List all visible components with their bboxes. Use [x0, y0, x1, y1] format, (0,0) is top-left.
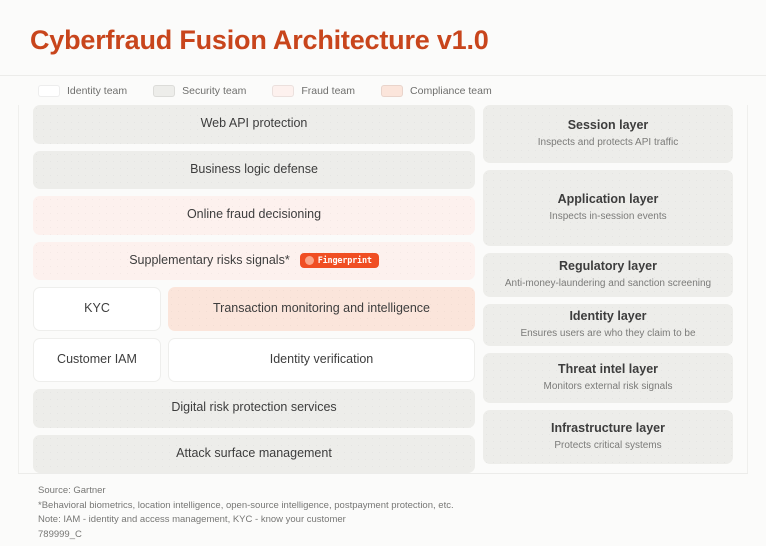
page-title: Cyberfraud Fusion Architecture v1.0 — [30, 25, 489, 55]
capability-supplementary-risk-signals[interactable]: Supplementary risks signals* Fingerprint — [33, 241, 475, 280]
layer-subtitle: Inspects in-session events — [549, 211, 667, 223]
supplementary-row: Supplementary risks signals* Fingerprint — [129, 253, 379, 269]
layer-title: Session layer — [567, 118, 649, 133]
footer-document-id: 789999_C — [38, 529, 82, 541]
capability-identity-verification[interactable]: Identity verification — [168, 338, 475, 382]
capability-label: Online fraud decisioning — [186, 207, 322, 222]
capability-label: Web API protection — [200, 116, 308, 131]
legend-label-security: Security team — [182, 85, 247, 97]
capability-row-kyc-transaction: KYC Transaction monitoring and intellige… — [33, 287, 475, 331]
capability-web-api-protection[interactable]: Web API protection — [33, 105, 475, 144]
capability-digital-risk-protection[interactable]: Digital risk protection services — [33, 389, 475, 428]
layer-title: Infrastructure layer — [551, 421, 665, 436]
legend-item-security: Security team — [153, 85, 246, 97]
layer-session[interactable]: Session layer Inspects and protects API … — [483, 105, 733, 163]
layer-subtitle: Ensures users are who they claim to be — [520, 328, 696, 340]
legend: Identity team Security team Fraud team C… — [0, 76, 766, 105]
layer-title: Identity layer — [569, 309, 647, 324]
capability-transaction-monitoring[interactable]: Transaction monitoring and intelligence — [168, 287, 475, 331]
legend-label-compliance: Compliance team — [410, 85, 492, 97]
layer-title: Application layer — [557, 192, 659, 207]
fingerprint-icon — [304, 256, 314, 266]
layer-subtitle: Protects critical systems — [554, 440, 662, 452]
layer-subtitle: Anti-money-laundering and sanction scree… — [504, 278, 712, 290]
capability-kyc[interactable]: KYC — [33, 287, 161, 331]
header: Cyberfraud Fusion Architecture v1.0 — [0, 0, 766, 76]
capability-row-iam-identity-verification: Customer IAM Identity verification — [33, 338, 475, 382]
footer: Source: Gartner *Behavioral biometrics, … — [18, 473, 748, 543]
capability-customer-iam[interactable]: Customer IAM — [33, 338, 161, 382]
footer-abbreviation-note: Note: IAM - identity and access manageme… — [38, 514, 346, 526]
legend-label-identity: Identity team — [67, 85, 128, 97]
legend-swatch-compliance-icon — [381, 85, 404, 97]
layer-regulatory[interactable]: Regulatory layer Anti-money-laundering a… — [483, 253, 733, 297]
layer-subtitle: Monitors external risk signals — [543, 381, 673, 393]
capability-attack-surface-management[interactable]: Attack surface management — [33, 434, 475, 473]
architecture-board: Web API protection Business logic defens… — [18, 105, 748, 473]
layer-threat-intel[interactable]: Threat intel layer Monitors external ris… — [483, 353, 733, 403]
layer-title: Regulatory layer — [559, 259, 657, 274]
capability-label: Identity verification — [269, 352, 374, 367]
layer-infrastructure[interactable]: Infrastructure layer Protects critical s… — [483, 410, 733, 464]
capability-label: Transaction monitoring and intelligence — [212, 301, 431, 316]
capability-label: Supplementary risks signals* — [129, 252, 290, 267]
layer-application[interactable]: Application layer Inspects in-session ev… — [483, 170, 733, 246]
layers-column: Session layer Inspects and protects API … — [483, 105, 747, 473]
footer-source: Source: Gartner — [38, 485, 106, 496]
footer-asterisk-note: *Behavioral biometrics, location intelli… — [38, 499, 454, 511]
legend-swatch-identity-icon — [38, 85, 60, 97]
capability-label: Business logic defense — [190, 161, 318, 176]
capability-online-fraud-decisioning[interactable]: Online fraud decisioning — [33, 196, 475, 235]
fingerprint-badge[interactable]: Fingerprint — [299, 253, 379, 269]
fingerprint-badge-label: Fingerprint — [317, 255, 372, 266]
layer-identity[interactable]: Identity layer Ensures users are who the… — [483, 304, 733, 346]
legend-item-compliance: Compliance team — [381, 85, 492, 97]
legend-swatch-fraud-icon — [272, 85, 295, 97]
legend-item-identity: Identity team — [38, 85, 127, 97]
capability-label: Attack surface management — [176, 445, 332, 460]
legend-swatch-security-icon — [153, 85, 176, 97]
capabilities-column: Web API protection Business logic defens… — [19, 105, 475, 473]
layer-subtitle: Inspects and protects API traffic — [537, 137, 679, 149]
capability-label: Digital risk protection services — [171, 400, 337, 415]
legend-item-fraud: Fraud team — [272, 85, 355, 97]
capability-business-logic-defense[interactable]: Business logic defense — [33, 150, 475, 189]
capability-label: Customer IAM — [57, 352, 137, 367]
legend-label-fraud: Fraud team — [301, 85, 356, 97]
layer-title: Threat intel layer — [557, 362, 659, 377]
capability-label: KYC — [84, 301, 110, 316]
